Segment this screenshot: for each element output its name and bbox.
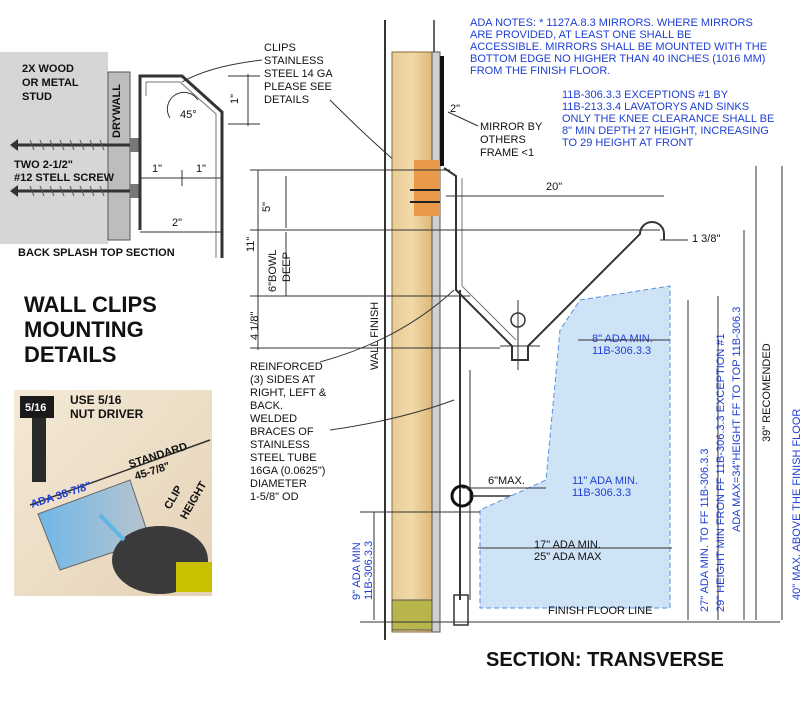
vert-27: 27" ADA MIN. TO FF 11B-306.3.3 bbox=[699, 449, 711, 612]
reinforced-9: 16GA (0.0625") bbox=[250, 465, 325, 477]
clips-note-4: PLEASE SEE bbox=[264, 81, 332, 93]
vert-34: ADA MAX=34"HEIGHT FF TO TOP 11B-306.3 bbox=[731, 307, 743, 532]
ada-note-2: ARE PROVIDED, AT LEAST ONE SHALL BE bbox=[470, 29, 692, 41]
dim-1-3-8: 1 3/8" bbox=[692, 233, 720, 245]
ada-note-5: FROM THE FINISH FLOOR. bbox=[470, 65, 610, 77]
drywall-label: DRYWALL bbox=[111, 84, 123, 138]
dim-mirror-2in: 2" bbox=[450, 103, 460, 115]
brace-tube-icon bbox=[450, 484, 474, 508]
driver-badge: 5/16 bbox=[25, 402, 46, 414]
nut-driver-icon bbox=[32, 418, 46, 482]
reinforced-11: 1-5/8" OD bbox=[250, 491, 299, 503]
dim-11in: 11" bbox=[245, 237, 257, 252]
wall-finish-label: WALL FINISH bbox=[369, 302, 381, 370]
screw-icon bbox=[10, 184, 140, 198]
vert-29: 29" HEIGHT MIN FRON FF 11B-306.3.3 EXCEP… bbox=[715, 333, 727, 612]
clips-note-2: STAINLESS bbox=[264, 55, 324, 67]
driver-text-2: NUT DRIVER bbox=[70, 407, 144, 421]
nut-driver-photo: 5/16 USE 5/16 NUT DRIVER STANDARD 45-7/8… bbox=[14, 390, 212, 596]
clip-profile-inner bbox=[145, 81, 217, 258]
wall-finish-panel bbox=[431, 51, 441, 633]
dim-1in-a: 1" bbox=[152, 163, 162, 175]
reinforced-6: BRACES OF bbox=[250, 426, 314, 438]
reinforced-1: REINFORCED bbox=[250, 361, 323, 373]
stud-label-1: 2X WOOD bbox=[22, 63, 74, 75]
driver-text-1: USE 5/16 bbox=[70, 393, 122, 407]
reinforced-7: STAINLESS bbox=[250, 439, 310, 451]
section-title: SECTION: TRANSVERSE bbox=[486, 649, 724, 671]
bowl-deep-1: 6"BOWL bbox=[267, 250, 279, 292]
reinforced-5: WELDED bbox=[250, 413, 297, 425]
dim-5in: 5" bbox=[261, 202, 273, 212]
exception-3: ONLY THE KNEE CLEARANCE SHALL BE bbox=[562, 113, 774, 125]
wood-stud bbox=[391, 51, 433, 633]
stud-label-2: OR METAL bbox=[22, 77, 79, 89]
ada-11in-2: 11B-306.3.3 bbox=[572, 487, 631, 499]
backsplash-detail: DRYWALL 2X WOOD OR METAL STUD TWO 2-1/2"… bbox=[0, 42, 421, 259]
mirror bbox=[440, 56, 444, 166]
ada-11in-1: 11" ADA MIN. bbox=[572, 475, 638, 487]
screw-label-1: TWO 2-1/2" bbox=[14, 159, 73, 171]
ada-9in-2: 11B-306.3.3 bbox=[363, 541, 375, 600]
ada-17in: 17" ADA MIN. bbox=[534, 539, 601, 551]
stud-label-3: STUD bbox=[22, 91, 52, 103]
wall-clips-title-2: MOUNTING bbox=[24, 317, 144, 342]
drywall-strip bbox=[107, 71, 131, 241]
mirror-label-3: FRAME <1 bbox=[480, 147, 534, 159]
exception-1: 11B-306.3.3 EXCEPTIONS #1 BY bbox=[562, 89, 729, 101]
section-transverse: WALL FINISH MIRROR BY OTHERS FRAME <1 2" bbox=[245, 17, 803, 671]
clips-note-5: DETAILS bbox=[264, 94, 309, 106]
clips-note-1: CLIPS bbox=[264, 42, 296, 54]
ada-9in-1: 9" ADA MIN bbox=[351, 542, 363, 600]
clip-block bbox=[414, 160, 440, 216]
ada-25in: 25" ADA MAX bbox=[534, 551, 602, 563]
ada-8in-2: 11B-306.3.3 bbox=[592, 345, 651, 357]
dim-20in: 20" bbox=[546, 181, 562, 193]
mirror-label-2: OTHERS bbox=[480, 134, 526, 146]
exception-4: 8" MIN DEPTH 27 HEIGHT, INCREASING bbox=[562, 125, 769, 137]
reinforced-4: BACK. bbox=[250, 400, 283, 412]
bowl-deep-2: DEEP bbox=[281, 252, 293, 282]
dim-1in-b: 1" bbox=[196, 163, 206, 175]
screw-label-2: #12 STELL SCREW bbox=[14, 172, 115, 184]
wall-clips-title-3: DETAILS bbox=[24, 342, 116, 367]
mirror-label-1: MIRROR BY bbox=[480, 121, 543, 133]
clip-profile bbox=[138, 74, 224, 258]
ada-note-4: BOTTOM EDGE NO HIGHER THAN 40 INCHES (10… bbox=[470, 53, 765, 65]
reinforced-2: (3) SIDES AT bbox=[250, 374, 315, 386]
reinforced-3: RIGHT, LEFT & bbox=[250, 387, 327, 399]
ada-note-3: ACCESSIBLE. MIRRORS SHALL BE MOUNTED WIT… bbox=[470, 41, 767, 53]
exception-5: TO 29 HEIGHT AT FRONT bbox=[562, 137, 693, 149]
drill-body bbox=[176, 562, 212, 592]
ada-8in-1: 8" ADA MIN. bbox=[592, 333, 653, 345]
vert-40: 40" MAX. ABOVE THE FINISH FLOOR bbox=[791, 409, 803, 600]
finish-floor-label: FINISH FLOOR LINE bbox=[548, 605, 653, 617]
backsplash-title: BACK SPLASH TOP SECTION bbox=[18, 247, 175, 259]
ada-note-1: ADA NOTES: * 1127A.8.3 MIRRORS. WHERE MI… bbox=[470, 17, 753, 29]
vert-39: 39" RECOMENDED bbox=[761, 343, 773, 442]
angle-label: 45° bbox=[180, 109, 197, 121]
clips-note-3: STEEL 14 GA bbox=[264, 68, 333, 80]
sink-profile bbox=[443, 167, 665, 361]
dim-6max: 6"MAX. bbox=[488, 475, 525, 487]
wall-clips-title-1: WALL CLIPS bbox=[24, 292, 157, 317]
dim-2in: 2" bbox=[172, 217, 182, 229]
reinforced-10: DIAMETER bbox=[250, 478, 307, 490]
dim-1in-vert: 1" bbox=[229, 94, 241, 104]
reinforced-8: STEEL TUBE bbox=[250, 452, 317, 464]
exception-2: 11B-213.3.4 LAVATORYS AND SINKS bbox=[562, 101, 749, 113]
screw-icon bbox=[10, 138, 140, 152]
dim-4-1-8: 4 1/8" bbox=[249, 312, 261, 340]
